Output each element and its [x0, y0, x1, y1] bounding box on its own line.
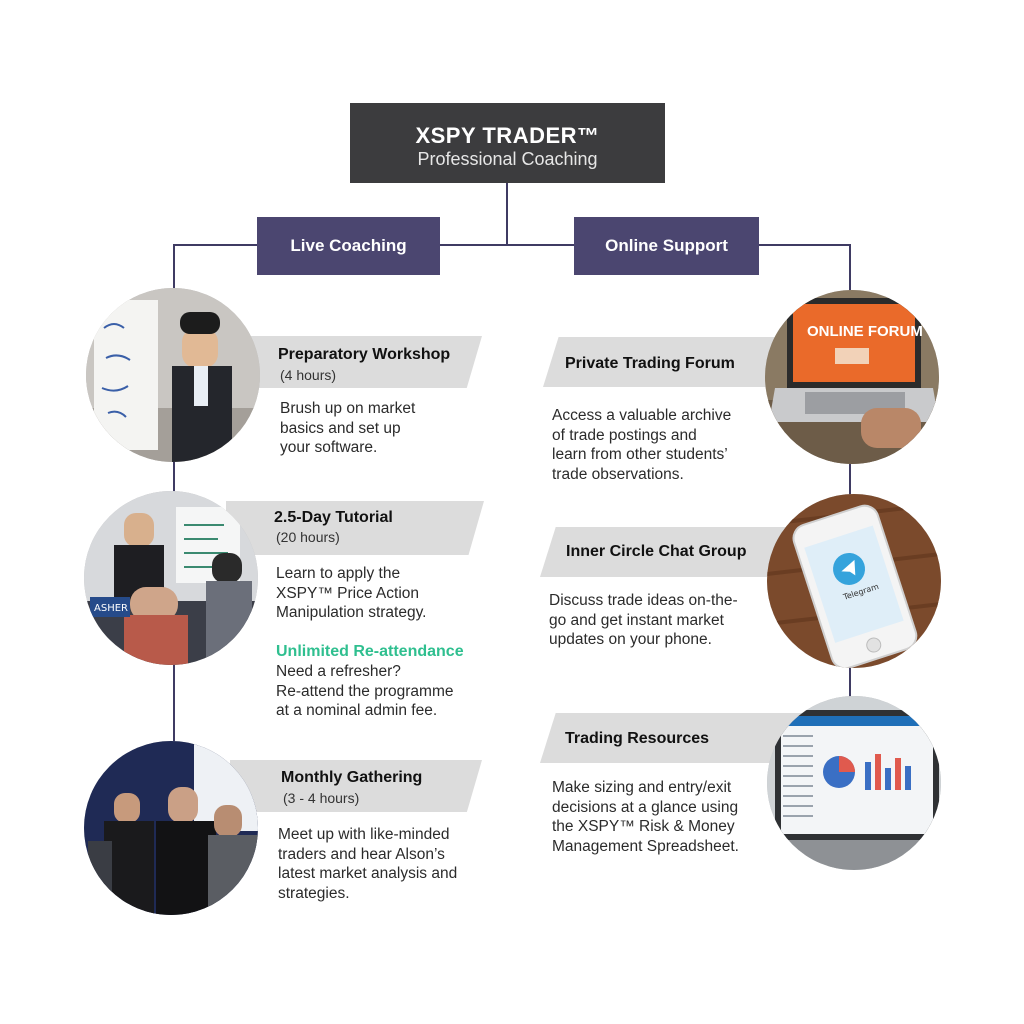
- gathering-photo-image: [84, 741, 258, 915]
- connector-horizontal: [174, 244, 850, 246]
- resources-photo-image: [767, 696, 941, 870]
- tutorial-description: Learn to apply the XSPY™ Price Action Ma…: [276, 564, 427, 623]
- tutorial-photo: ASHER: [84, 491, 258, 665]
- connector-top-stem: [506, 183, 508, 245]
- forum-screen-text: ONLINE FORUM: [807, 323, 923, 340]
- reattendance-line: Need a refresher?: [276, 663, 401, 680]
- badge-text: ASHER: [94, 603, 128, 614]
- header-box: XSPY TRADER™ Professional Coaching: [350, 103, 665, 183]
- resources-desc-line: the XSPY™ Risk & Money: [552, 818, 735, 835]
- resources-desc-line: Management Spreadsheet.: [552, 837, 739, 855]
- gathering-description: Meet up with like-minded traders and hea…: [278, 825, 457, 903]
- gathering-desc-line: traders and hear Alson’s: [278, 845, 445, 863]
- gathering-desc-line: Meet up with like-minded: [278, 826, 450, 843]
- header-title: XSPY TRADER™: [415, 123, 600, 148]
- live-coaching-box: Live Coaching: [257, 217, 440, 275]
- gathering-desc-line: strategies.: [278, 884, 350, 902]
- reattendance-highlight: Unlimited Re-attendance: [276, 643, 464, 660]
- workshop-banner: [228, 336, 482, 388]
- workshop-photo-image: [86, 288, 260, 462]
- workshop-desc-line: your software.: [280, 439, 378, 456]
- workshop-desc-line: Brush up on market: [280, 400, 416, 417]
- forum-desc-line: of trade postings and: [552, 426, 697, 444]
- workshop-hours: (4 hours): [280, 367, 337, 383]
- gathering-hours: (3 - 4 hours): [283, 790, 360, 806]
- resources-description: Make sizing and entry/exit decisions at …: [552, 778, 739, 856]
- resources-desc-line: Make sizing and entry/exit: [552, 779, 732, 796]
- forum-photo: ONLINE FORUM: [765, 290, 939, 464]
- tutorial-hours: (20 hours): [276, 529, 340, 545]
- gathering-banner: [230, 760, 482, 812]
- chat-photo: Telegram: [767, 494, 941, 668]
- workshop-desc-line: basics and set up: [280, 419, 401, 437]
- tutorial-desc-line: XSPY™ Price Action: [276, 584, 420, 602]
- forum-desc-line: learn from other students’: [552, 446, 728, 463]
- reattendance-description: Need a refresher? Re-attend the programm…: [276, 662, 453, 721]
- chat-desc-line: updates on your phone.: [549, 631, 712, 648]
- workshop-photo: [86, 288, 260, 462]
- resources-desc-line: decisions at a glance using: [552, 798, 739, 816]
- chat-title: Inner Circle Chat Group: [566, 543, 747, 560]
- resources-title: Trading Resources: [565, 730, 710, 747]
- workshop-description: Brush up on market basics and set up you…: [280, 399, 415, 458]
- forum-desc-line: trade observations.: [552, 465, 684, 483]
- forum-desc-line: Access a valuable archive: [552, 407, 732, 424]
- forum-description: Access a valuable archive of trade posti…: [552, 406, 731, 484]
- chat-desc-line: Discuss trade ideas on-the-: [549, 592, 738, 609]
- tutorial-desc-line: Manipulation strategy.: [276, 604, 427, 621]
- chat-desc-line: go and get instant market: [549, 611, 724, 629]
- gathering-desc-line: latest market analysis and: [278, 865, 458, 882]
- chat-banner: [540, 527, 802, 577]
- tutorial-title: 2.5-Day Tutorial: [274, 509, 393, 526]
- reattendance-line: at a nominal admin fee.: [276, 702, 438, 719]
- forum-title: Private Trading Forum: [565, 355, 735, 372]
- reattendance-line: Re-attend the programme: [276, 682, 454, 700]
- resources-photo: [767, 696, 941, 870]
- tutorial-desc-line: Learn to apply the: [276, 565, 401, 582]
- chat-photo-image: Telegram: [767, 494, 941, 668]
- workshop-title: Preparatory Workshop: [278, 346, 451, 363]
- gathering-photo: [84, 741, 258, 915]
- tutorial-banner: [226, 501, 484, 555]
- forum-banner: [543, 337, 803, 387]
- online-support-box: Online Support: [574, 217, 759, 275]
- tutorial-photo-image: ASHER: [84, 491, 258, 665]
- header-subtitle: Professional Coaching: [417, 149, 598, 169]
- resources-banner: [540, 713, 802, 763]
- gathering-title: Monthly Gathering: [281, 769, 423, 786]
- chat-description: Discuss trade ideas on-the- go and get i…: [549, 591, 738, 650]
- forum-photo-image: ONLINE FORUM: [765, 290, 939, 464]
